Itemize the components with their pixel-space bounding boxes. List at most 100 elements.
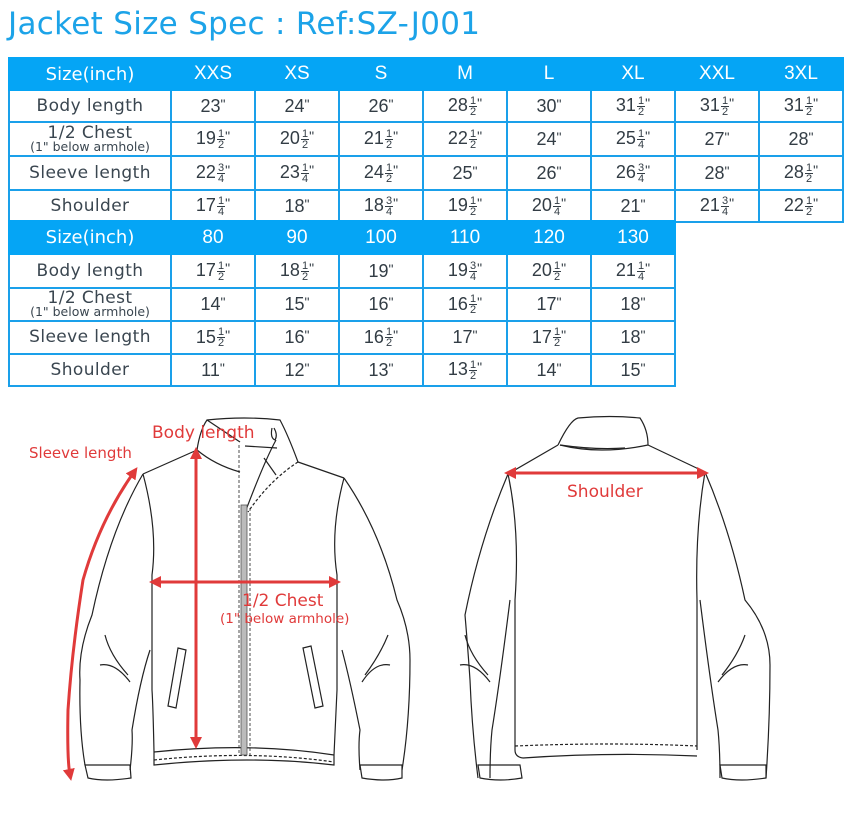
row-label: Sleeve length bbox=[8, 320, 172, 355]
whole-inches: 22 bbox=[783, 195, 804, 216]
inch-mark: " bbox=[477, 195, 483, 212]
inch-mark: " bbox=[225, 162, 231, 179]
measurement-cell: 13" bbox=[338, 353, 424, 387]
inch-mark: " bbox=[808, 128, 814, 145]
row-sublabel: (1" below armhole) bbox=[30, 304, 150, 320]
whole-inches: 25 bbox=[452, 162, 473, 183]
whole-inches: 21 bbox=[620, 195, 641, 216]
whole-inches: 20 bbox=[531, 260, 552, 281]
row-label-text: Body length bbox=[36, 95, 144, 116]
kids-header-row: Size(inch) 80 90 100 110 120 130 bbox=[8, 220, 676, 255]
whole-inches: 17 bbox=[452, 327, 473, 347]
whole-inches: 26 bbox=[368, 95, 389, 116]
size-header: 130 bbox=[590, 220, 676, 255]
measurement-cell: 12" bbox=[254, 353, 340, 387]
inch-mark: " bbox=[556, 128, 562, 145]
whole-inches: 18 bbox=[284, 195, 305, 216]
inch-mark: " bbox=[813, 162, 819, 179]
inch-mark: " bbox=[304, 195, 310, 212]
whole-inches: 21 bbox=[699, 195, 720, 216]
measurement-cell: 14" bbox=[170, 287, 256, 322]
inch-mark: " bbox=[556, 95, 562, 112]
header-label: Size(inch) bbox=[8, 57, 172, 91]
size-header: L bbox=[506, 57, 592, 91]
inch-mark: " bbox=[640, 359, 646, 376]
inch-mark: " bbox=[556, 294, 562, 310]
measurement-cell: 16" bbox=[254, 320, 340, 355]
inch-mark: " bbox=[645, 162, 651, 179]
measurement-cell: 15" bbox=[254, 287, 340, 322]
inch-mark: " bbox=[219, 359, 225, 376]
inch-mark: " bbox=[477, 128, 483, 145]
inch-mark: " bbox=[388, 95, 394, 112]
measurement-cell: 21" bbox=[590, 189, 676, 223]
size-header: S bbox=[338, 57, 424, 91]
size-header: XL bbox=[590, 57, 676, 91]
sleeve-length-label: Sleeve length bbox=[29, 444, 132, 462]
measurement-cell: 15" bbox=[590, 353, 676, 387]
inch-mark: " bbox=[477, 95, 483, 112]
whole-inches: 22 bbox=[195, 162, 216, 183]
whole-inches: 24 bbox=[536, 128, 557, 149]
whole-inches: 31 bbox=[615, 95, 636, 116]
chest-sublabel: (1" below armhole) bbox=[220, 611, 350, 627]
inch-mark: " bbox=[220, 294, 226, 310]
inch-mark: " bbox=[309, 128, 315, 145]
measurement-cell: 23" bbox=[170, 89, 256, 123]
whole-inches: 30 bbox=[536, 95, 557, 116]
whole-inches: 13 bbox=[368, 359, 389, 380]
whole-inches: 12 bbox=[284, 359, 305, 380]
inch-mark: " bbox=[729, 195, 735, 212]
whole-inches: 19 bbox=[447, 195, 468, 216]
whole-inches: 21 bbox=[363, 128, 384, 149]
whole-inches: 18 bbox=[620, 327, 641, 347]
measurement-cell: 28" bbox=[674, 155, 760, 191]
row-label-text: 1/2 Chest bbox=[47, 288, 133, 309]
whole-inches: 25 bbox=[615, 128, 636, 149]
inch-mark: " bbox=[561, 260, 567, 277]
row-label: Body length bbox=[8, 253, 172, 289]
inch-mark: " bbox=[477, 293, 483, 310]
inch-mark: " bbox=[393, 162, 399, 179]
inch-mark: " bbox=[309, 162, 315, 179]
row-label: Shoulder bbox=[8, 353, 172, 387]
row-label: Body length bbox=[8, 89, 172, 123]
whole-inches: 13 bbox=[447, 359, 468, 380]
inch-mark: " bbox=[813, 195, 819, 212]
size-header: 90 bbox=[254, 220, 340, 255]
row-label-text: Sleeve length bbox=[29, 162, 151, 183]
measurement-cell: 19" bbox=[338, 253, 424, 289]
measurement-cell: 24" bbox=[506, 121, 592, 157]
inch-mark: " bbox=[561, 326, 567, 343]
measurement-arrows bbox=[62, 447, 709, 781]
whole-inches: 18 bbox=[279, 260, 300, 281]
whole-inches: 18 bbox=[620, 294, 641, 314]
